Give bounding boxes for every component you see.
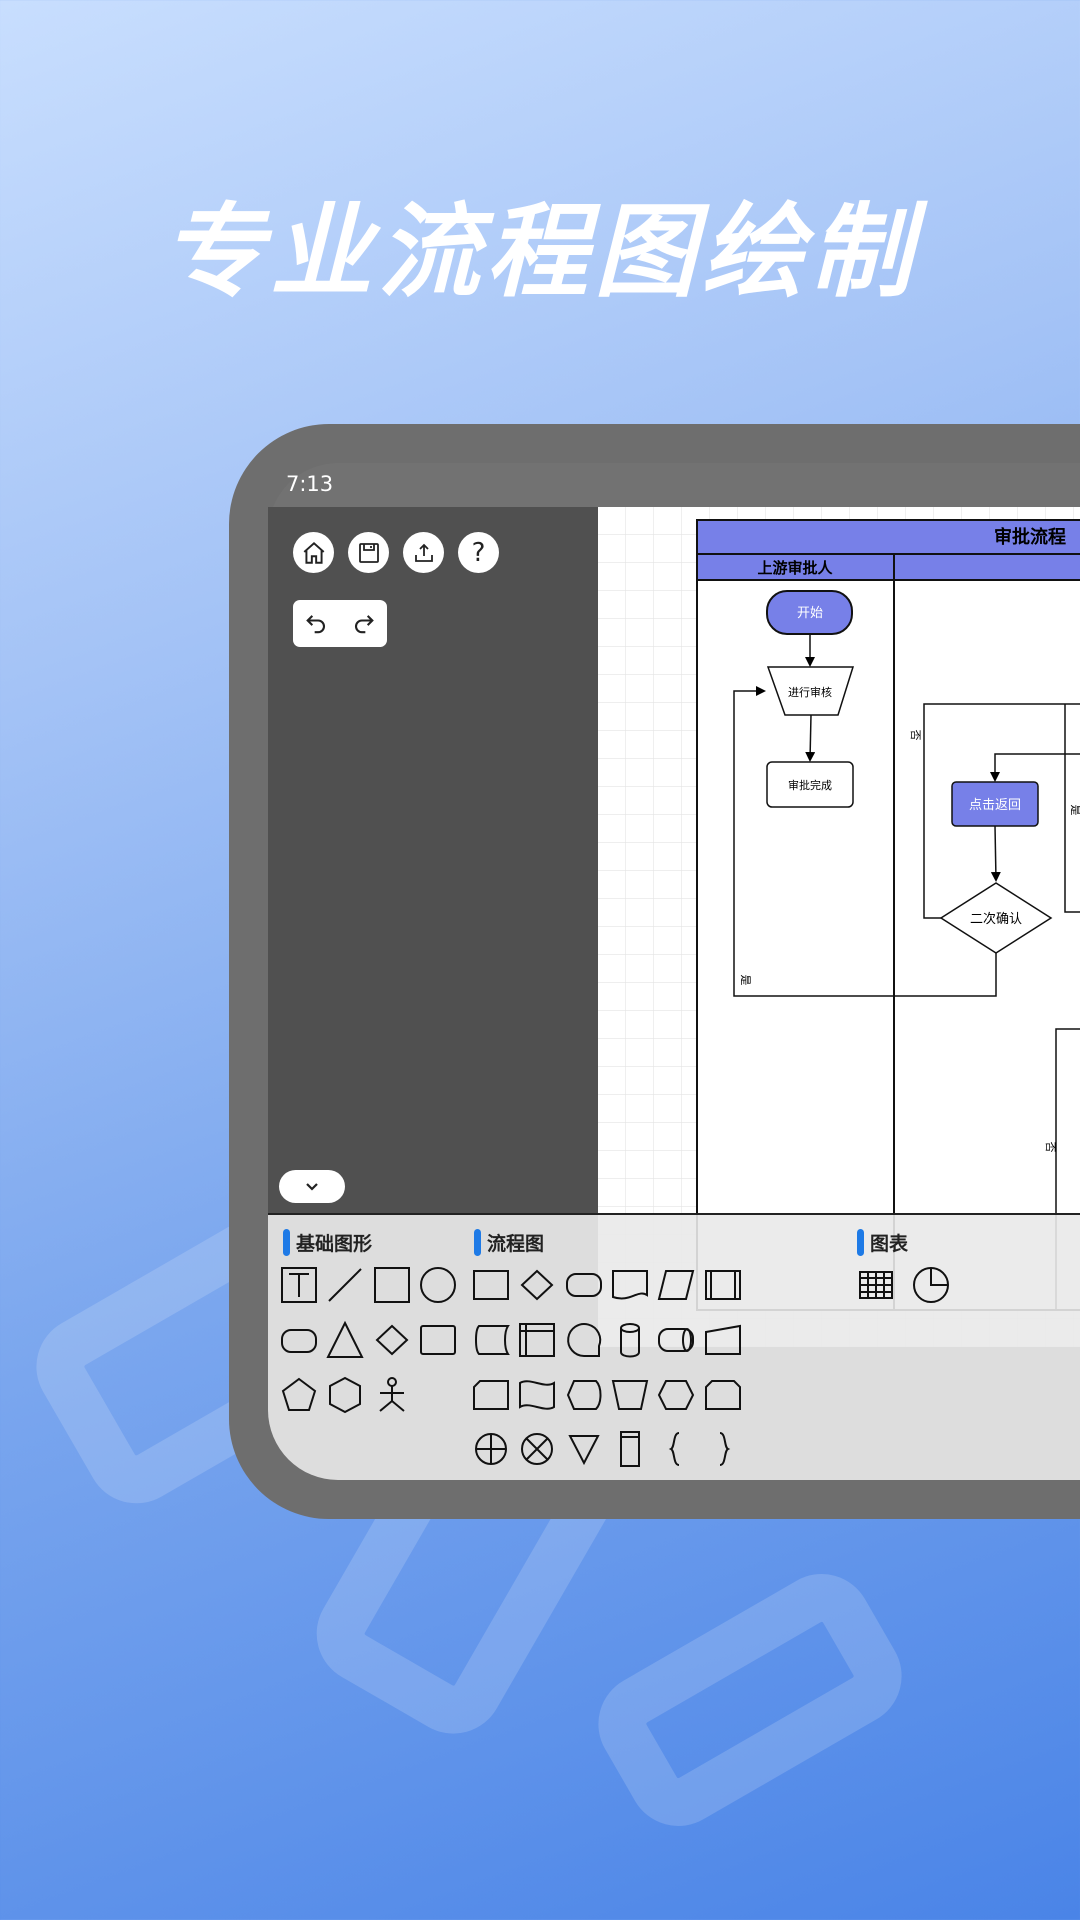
palette-diamond-icon[interactable] (370, 1318, 414, 1362)
collapse-button[interactable] (279, 1170, 345, 1203)
pool-title: 审批流程 (994, 526, 1066, 548)
palette-triangle-icon[interactable] (323, 1318, 367, 1362)
palette-left-brace-icon[interactable] (654, 1427, 698, 1471)
palette-note-icon[interactable] (608, 1427, 652, 1471)
lane-title: 上游审批人 (757, 559, 833, 577)
shape-palette (268, 1213, 1080, 1480)
edge-no (923, 703, 1080, 919)
palette-direct-data-icon[interactable] (654, 1318, 698, 1362)
diagram: 审批流程 上游审批人 开始 进行审核 审批完成 点击返回 二次确认 否 是 是 … (598, 507, 1080, 1347)
node-done-label: 审批完成 (788, 778, 832, 792)
palette-loop-limit-icon[interactable] (701, 1373, 745, 1417)
edge-yes-back (733, 686, 997, 997)
edge-label: 是 (1069, 805, 1080, 816)
diagram-canvas[interactable]: 审批流程 上游审批人 开始 进行审核 审批完成 点击返回 二次确认 否 是 是 … (598, 507, 1080, 1347)
palette-predefined-icon[interactable] (701, 1263, 745, 1307)
palette-database-icon[interactable] (608, 1318, 652, 1362)
palette-document-icon[interactable] (608, 1263, 652, 1307)
palette-actor-icon[interactable] (370, 1373, 414, 1417)
palette-sequential-data-icon[interactable] (562, 1318, 606, 1362)
headline: 专业流程图绘制 (162, 193, 918, 312)
palette-manual-operation-icon[interactable] (608, 1373, 652, 1417)
node-review[interactable] (766, 666, 855, 716)
node-done[interactable] (766, 761, 854, 808)
edge (805, 714, 816, 762)
lane-header (696, 553, 1080, 581)
section-label: 图表 (870, 1233, 909, 1255)
palette-rounded-rect-icon[interactable] (277, 1318, 321, 1362)
palette-data-icon[interactable] (654, 1263, 698, 1307)
export-icon (414, 543, 433, 562)
palette-manual-input-icon[interactable] (701, 1318, 745, 1362)
palette-tape-icon[interactable] (515, 1373, 559, 1417)
save-button[interactable] (348, 532, 389, 573)
home-icon (303, 541, 324, 564)
palette-circle-icon[interactable] (416, 1263, 460, 1307)
palette-internal-storage-icon[interactable] (515, 1318, 559, 1362)
palette-terminator-icon[interactable] (562, 1263, 606, 1307)
palette-pie-icon[interactable] (909, 1263, 953, 1307)
palette-hexagon-icon[interactable] (323, 1373, 367, 1417)
node-confirm-label: 二次确认 (970, 911, 1022, 927)
redo-icon[interactable] (349, 610, 377, 638)
node-review-label: 进行审核 (788, 685, 832, 699)
edge (990, 753, 1080, 782)
section-label: 基础图形 (296, 1233, 373, 1255)
palette-rect-icon[interactable] (416, 1318, 460, 1362)
palette-right-brace-icon[interactable] (701, 1427, 745, 1471)
status-time: 7:13 (286, 472, 334, 496)
chevron-down-icon (306, 1182, 318, 1191)
palette-or-icon[interactable] (515, 1427, 559, 1471)
decor-link (580, 1555, 920, 1845)
section-label: 流程图 (487, 1233, 545, 1255)
home-button[interactable] (293, 532, 334, 573)
help-button[interactable]: ? (458, 532, 499, 573)
section-flow: 流程图 (474, 1229, 544, 1256)
edge-label: 否 (1044, 1142, 1057, 1153)
palette-pentagon-icon[interactable] (277, 1373, 321, 1417)
palette-summing-junction-icon[interactable] (469, 1427, 513, 1471)
undo-redo-group (293, 600, 387, 647)
palette-text-icon[interactable] (277, 1263, 321, 1307)
palette-square-icon[interactable] (370, 1263, 414, 1307)
palette-process-icon[interactable] (469, 1263, 513, 1307)
section-chart: 图表 (857, 1229, 908, 1256)
palette-card-icon[interactable] (469, 1373, 513, 1417)
node-back-label: 点击返回 (969, 798, 1021, 813)
edge-label: 否 (909, 730, 922, 741)
palette-table-icon[interactable] (854, 1263, 898, 1307)
palette-line-icon[interactable] (323, 1263, 367, 1307)
help-icon: ? (471, 537, 486, 568)
edge (1064, 704, 1080, 913)
palette-merge-icon[interactable] (562, 1427, 606, 1471)
save-icon (358, 542, 379, 563)
palette-preparation-icon[interactable] (654, 1373, 698, 1417)
palette-decision-icon[interactable] (515, 1263, 559, 1307)
edge (990, 825, 1001, 882)
undo-icon[interactable] (303, 610, 331, 638)
section-basic: 基础图形 (283, 1229, 372, 1256)
node-start-label: 开始 (797, 606, 823, 621)
edge-label: 是 (739, 975, 752, 986)
palette-display-icon[interactable] (562, 1373, 606, 1417)
export-button[interactable] (403, 532, 444, 573)
palette-stored-data-icon[interactable] (469, 1318, 513, 1362)
